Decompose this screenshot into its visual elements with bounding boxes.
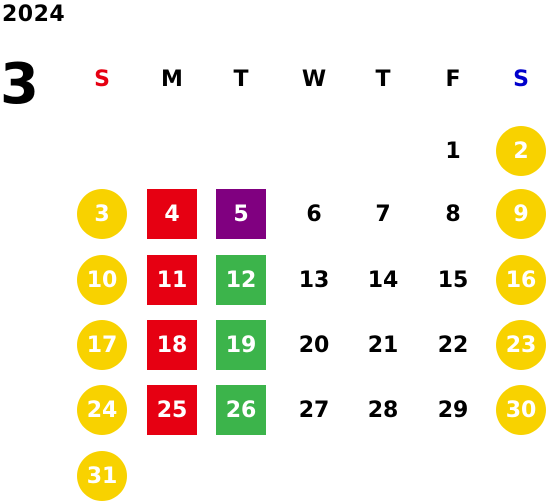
- calendar-day[interactable]: 26: [216, 385, 266, 435]
- weekday-header: W: [301, 67, 327, 92]
- calendar-day[interactable]: 1: [445, 138, 461, 164]
- calendar-day[interactable]: 22: [437, 332, 469, 358]
- calendar-day[interactable]: 19: [216, 320, 266, 370]
- calendar-day[interactable]: 12: [216, 255, 266, 305]
- calendar-day[interactable]: 5: [216, 189, 266, 239]
- calendar-day[interactable]: 13: [298, 267, 330, 293]
- calendar-day[interactable]: 9: [496, 189, 546, 239]
- calendar-day[interactable]: 31: [77, 451, 127, 501]
- calendar-day[interactable]: 23: [496, 320, 546, 370]
- calendar-day[interactable]: 11: [147, 255, 197, 305]
- calendar-day[interactable]: 14: [367, 267, 399, 293]
- weekday-header: T: [375, 67, 391, 92]
- calendar-day[interactable]: 24: [77, 385, 127, 435]
- weekday-header: S: [513, 67, 529, 92]
- calendar-day[interactable]: 27: [298, 397, 330, 423]
- calendar-day[interactable]: 7: [375, 201, 391, 227]
- calendar-day[interactable]: 10: [77, 255, 127, 305]
- calendar-day[interactable]: 4: [147, 189, 197, 239]
- calendar-day[interactable]: 25: [147, 385, 197, 435]
- calendar-day[interactable]: 8: [445, 201, 461, 227]
- calendar-year: 2024: [2, 2, 66, 27]
- calendar-day[interactable]: 18: [147, 320, 197, 370]
- calendar-day[interactable]: 17: [77, 320, 127, 370]
- calendar-month: 3: [0, 52, 39, 117]
- calendar-day[interactable]: 30: [496, 385, 546, 435]
- calendar-day[interactable]: 3: [77, 189, 127, 239]
- weekday-header: M: [161, 67, 183, 92]
- calendar-day[interactable]: 2: [496, 126, 546, 176]
- calendar-day[interactable]: 16: [496, 255, 546, 305]
- calendar-day[interactable]: 20: [298, 332, 330, 358]
- calendar-day[interactable]: 21: [367, 332, 399, 358]
- weekday-header: T: [233, 67, 249, 92]
- calendar-day[interactable]: 28: [367, 397, 399, 423]
- calendar-day[interactable]: 6: [306, 201, 322, 227]
- weekday-header: F: [445, 67, 461, 92]
- weekday-header: S: [94, 67, 110, 92]
- calendar-day[interactable]: 29: [437, 397, 469, 423]
- calendar-day[interactable]: 15: [437, 267, 469, 293]
